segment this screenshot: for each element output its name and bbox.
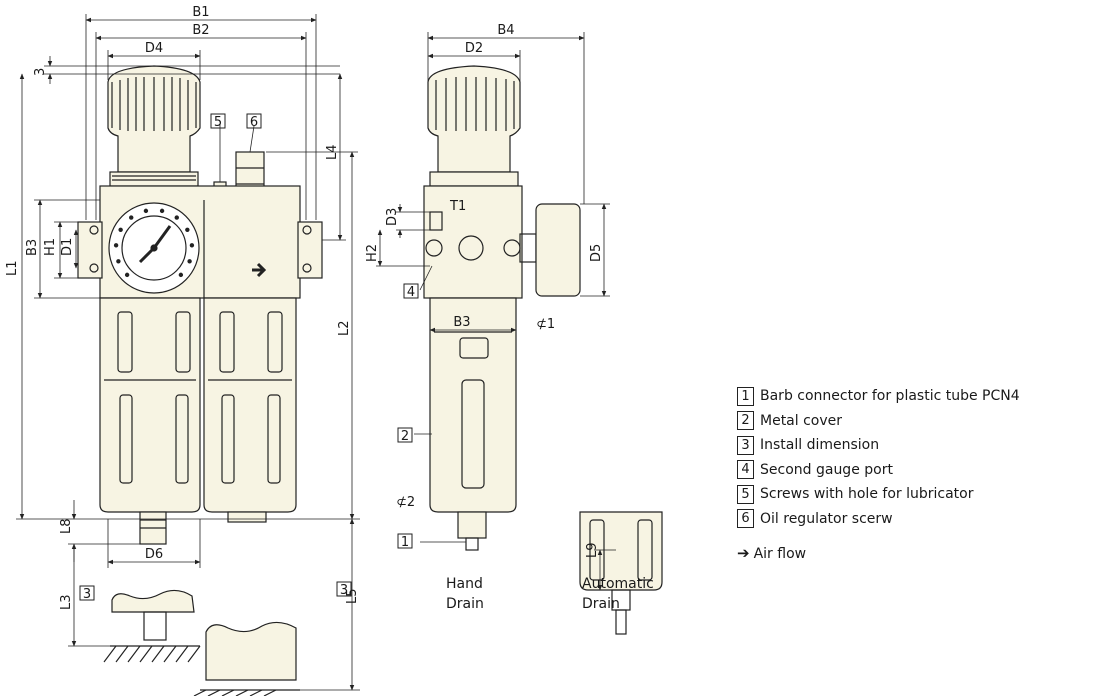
dim-l4: L4 xyxy=(325,144,340,160)
callout-5: 5 xyxy=(214,115,222,130)
auto-drain-bowl xyxy=(579,511,663,635)
callout-2: 2 xyxy=(401,429,409,444)
gauge-tick xyxy=(113,243,119,248)
callout-4: 4 xyxy=(407,285,415,300)
legend-label: Metal cover xyxy=(760,412,843,429)
gauge-tick xyxy=(124,272,130,278)
legend-number: 2 xyxy=(737,411,754,430)
install-sketch-hand xyxy=(103,589,201,663)
dim-3: 3 xyxy=(33,68,48,76)
dim-d1: D1 xyxy=(60,238,75,256)
dim-h1: H1 xyxy=(43,238,58,256)
hand-drain-caption-1: Hand xyxy=(446,576,483,592)
gauge-ticks xyxy=(113,208,195,278)
dim-d4: D4 xyxy=(145,41,163,56)
dim-h2: H2 xyxy=(365,244,380,262)
lubricator-bowl xyxy=(203,297,297,523)
callout-3-right: 3 xyxy=(340,583,348,598)
filter-bowl xyxy=(99,297,201,545)
legend-item: 3 Install dimension xyxy=(737,435,1109,457)
legend-label: Install dimension xyxy=(760,437,880,453)
dim-d5: D5 xyxy=(589,244,604,262)
dim-l2: L2 xyxy=(337,320,352,336)
dim-b3-front: B3 xyxy=(25,239,40,256)
regulator-knob xyxy=(107,65,201,187)
pressure-gauge xyxy=(108,202,200,294)
legend-number: 5 xyxy=(737,484,754,504)
gauge-tick xyxy=(189,243,195,248)
auto-drain-caption-1: Automatic xyxy=(582,576,654,592)
legend-item: 6 Oil regulator scerw xyxy=(737,509,1109,531)
dim-b1: B1 xyxy=(192,5,209,20)
legend-item: 2 Metal cover xyxy=(737,411,1109,433)
dim-t1: T1 xyxy=(449,199,466,214)
gauge-tick xyxy=(118,227,123,232)
callout-leaders xyxy=(219,124,466,543)
legend-number: 1 xyxy=(737,386,754,406)
side-dimensions xyxy=(376,32,616,591)
gauge-tick xyxy=(159,208,165,214)
gauge-tick xyxy=(116,259,121,264)
auto-drain-caption-2: Drain xyxy=(582,596,620,612)
gauge-tick xyxy=(185,227,190,232)
hand-drain-caption-2: Drain xyxy=(446,596,484,612)
dim-d6: D6 xyxy=(145,547,163,562)
dim-b4: B4 xyxy=(497,23,514,38)
legend-number: 4 xyxy=(737,460,754,479)
airflow-legend: ➔Air flow xyxy=(737,543,1109,565)
dim-l1: L1 xyxy=(5,260,20,276)
gauge-tick xyxy=(187,259,192,264)
dim-l5: L5 xyxy=(345,588,360,604)
legend-item: 5 Screws with hole for lubricator xyxy=(737,484,1109,506)
dim-d2: D2 xyxy=(465,41,483,56)
airflow-label: Air flow xyxy=(753,545,807,562)
legend-label: Barb connector for plastic tube PCN4 xyxy=(760,388,1020,404)
gauge-tick xyxy=(143,208,149,214)
dim-b2: B2 xyxy=(192,23,209,38)
legend-label: Screws with hole for lubricator xyxy=(760,486,974,502)
legend-item: 4 Second gauge port xyxy=(737,460,1109,482)
gauge-tick xyxy=(174,215,179,220)
legend-label: Oil regulator scerw xyxy=(760,510,893,527)
callout-boxes xyxy=(79,113,419,601)
dim-l9: L9 xyxy=(585,542,600,558)
legend-number: 3 xyxy=(737,435,754,455)
gauge-tick xyxy=(178,272,184,278)
callout-1: 1 xyxy=(401,535,409,550)
side-bowl xyxy=(429,297,517,551)
dim-l8: L8 xyxy=(59,518,74,534)
install-sketch-auto xyxy=(193,621,300,696)
legend-label: Second gauge port xyxy=(760,461,893,478)
legend-number: 6 xyxy=(737,509,754,528)
dim-d3: D3 xyxy=(385,208,400,226)
gauge-tick xyxy=(129,215,134,220)
right-arrow-icon: ➔ xyxy=(737,543,750,562)
dim-sw2: ⊄2 xyxy=(396,495,415,510)
dim-sw1: ⊄1 xyxy=(536,317,555,332)
dim-l3: L3 xyxy=(59,594,74,610)
callout-6: 6 xyxy=(250,115,258,130)
side-knob xyxy=(427,65,521,187)
side-body xyxy=(423,185,581,299)
legend-item: 1 Barb connector for plastic tube PCN4 xyxy=(737,386,1109,408)
dim-b3-side: B3 xyxy=(453,315,470,330)
callout-3-left: 3 xyxy=(83,587,91,602)
